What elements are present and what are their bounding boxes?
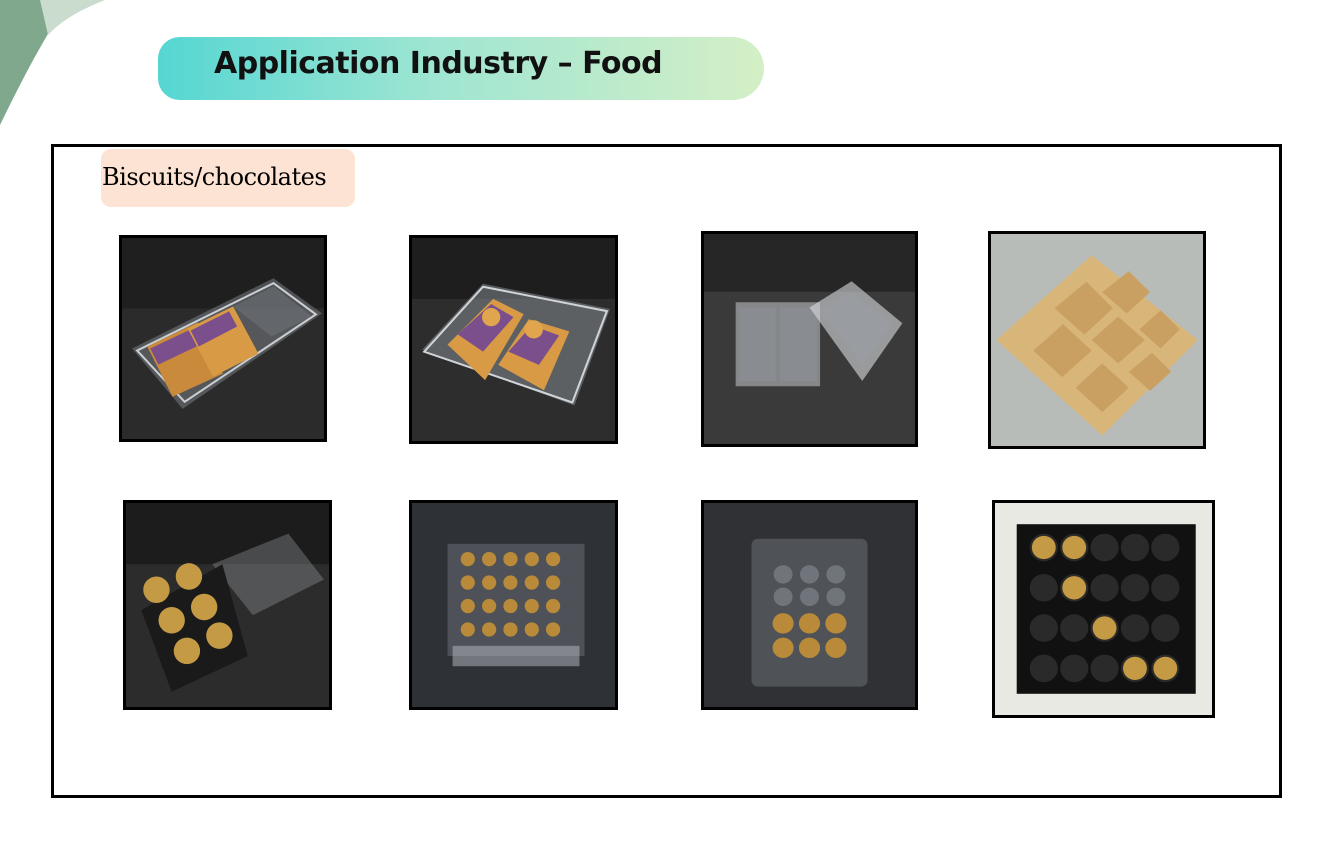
product-photo-chocolate-tray-6 bbox=[123, 500, 332, 710]
product-photo-biscuit-tray-2 bbox=[409, 235, 618, 444]
product-photo-black-chocolate-tray bbox=[992, 500, 1215, 718]
leaf-decoration bbox=[0, 0, 105, 125]
product-photo-biscuit-tray-1 bbox=[119, 235, 327, 442]
page-title: Application Industry – Food bbox=[214, 46, 663, 81]
category-label: Biscuits/chocolates bbox=[102, 163, 327, 191]
title-banner: Application Industry – Food bbox=[158, 37, 764, 100]
category-tag: Biscuits/chocolates bbox=[101, 149, 355, 207]
product-photo-gold-tray bbox=[988, 231, 1206, 449]
product-photo-chocolate-stack bbox=[409, 500, 618, 710]
product-photo-clamshell-tray bbox=[701, 231, 918, 447]
product-photo-chocolate-clamshell-12 bbox=[701, 500, 918, 710]
content-frame bbox=[51, 144, 1282, 798]
